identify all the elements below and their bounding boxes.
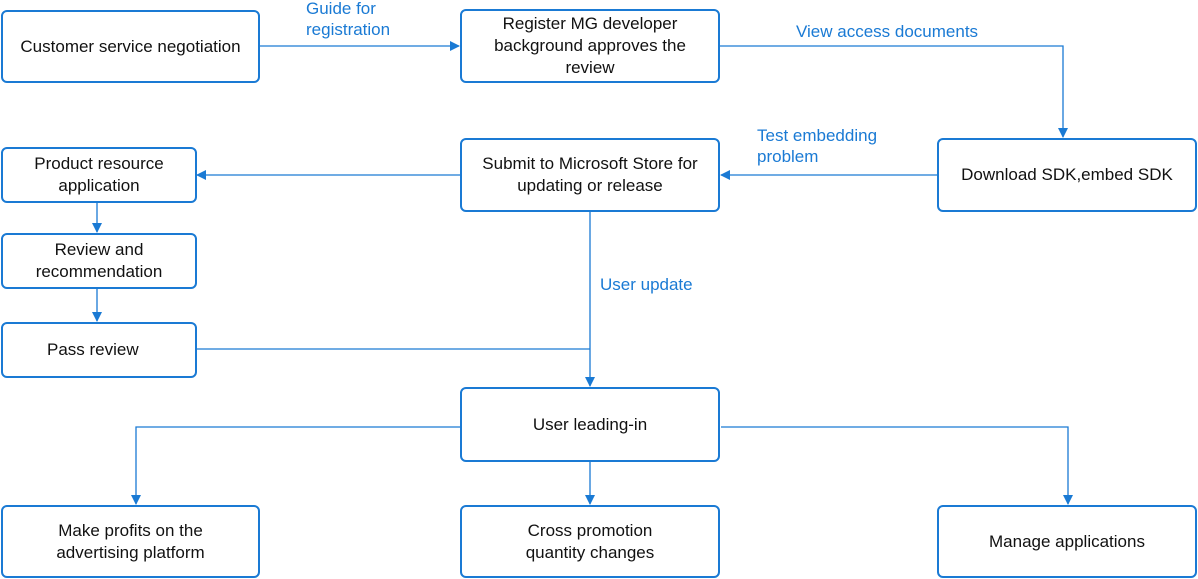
edge-label-guide-registration: Guide for registration	[306, 0, 391, 39]
node-submit-store: Submit to Microsoft Store for updating o…	[460, 138, 720, 212]
node-cross-promotion: Cross promotion quantity changes	[460, 505, 720, 578]
edge-userleading-to-profits	[131, 426, 460, 505]
edge-label-user-update: User update	[600, 275, 693, 294]
node-product-resource: Product resource application	[1, 147, 197, 203]
node-manage-applications: Manage applications	[937, 505, 1197, 578]
node-register-mg: Register MG developer background approve…	[460, 9, 720, 83]
edge-register-to-download	[720, 45, 1068, 138]
node-pass-review: Pass review	[1, 322, 197, 378]
node-make-profits: Make profits on the advertising platform	[1, 505, 260, 578]
node-customer-service: Customer service negotiation	[1, 10, 260, 83]
edge-label-view-access: View access documents	[796, 22, 979, 41]
edge-label-test-embedding: Test embedding problem	[757, 126, 878, 166]
node-user-leading-in: User leading-in	[460, 387, 720, 462]
node-download-sdk: Download SDK,embed SDK	[937, 138, 1197, 212]
edge-userleading-to-manage	[721, 426, 1073, 505]
node-review-recommendation: Review and recommendation	[1, 233, 197, 289]
